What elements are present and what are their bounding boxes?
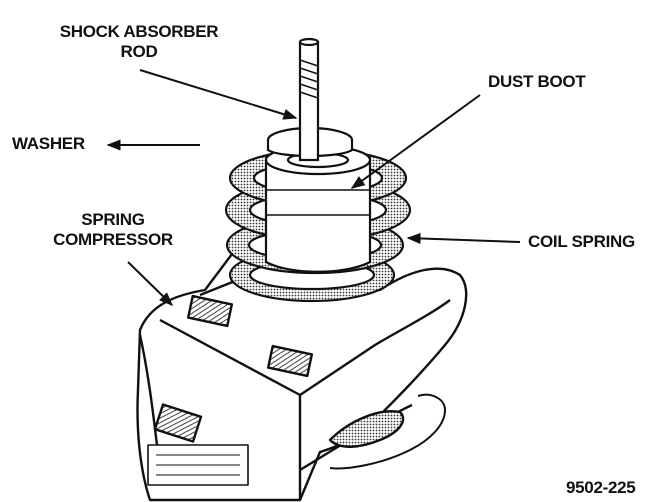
dust-boot	[264, 144, 372, 273]
figure-id: 9502-225	[566, 478, 636, 497]
shock-absorber-rod	[298, 37, 320, 162]
label-spring-compressor: SPRING COMPRESSOR	[53, 210, 173, 249]
spring-compressor-tool	[136, 241, 468, 502]
leader-shock-absorber-rod	[139, 69, 298, 120]
label-shock-absorber-rod: SHOCK ABSORBER ROD	[59, 22, 219, 61]
label-coil-spring: COIL SPRING	[528, 232, 635, 251]
leader-coil-spring	[406, 232, 521, 245]
leader-lines	[106, 69, 521, 306]
label-dust-boot: DUST BOOT	[488, 72, 586, 91]
label-washer: WASHER	[12, 134, 85, 153]
leader-dust-boot	[350, 94, 481, 189]
leader-spring-compressor	[127, 261, 174, 306]
